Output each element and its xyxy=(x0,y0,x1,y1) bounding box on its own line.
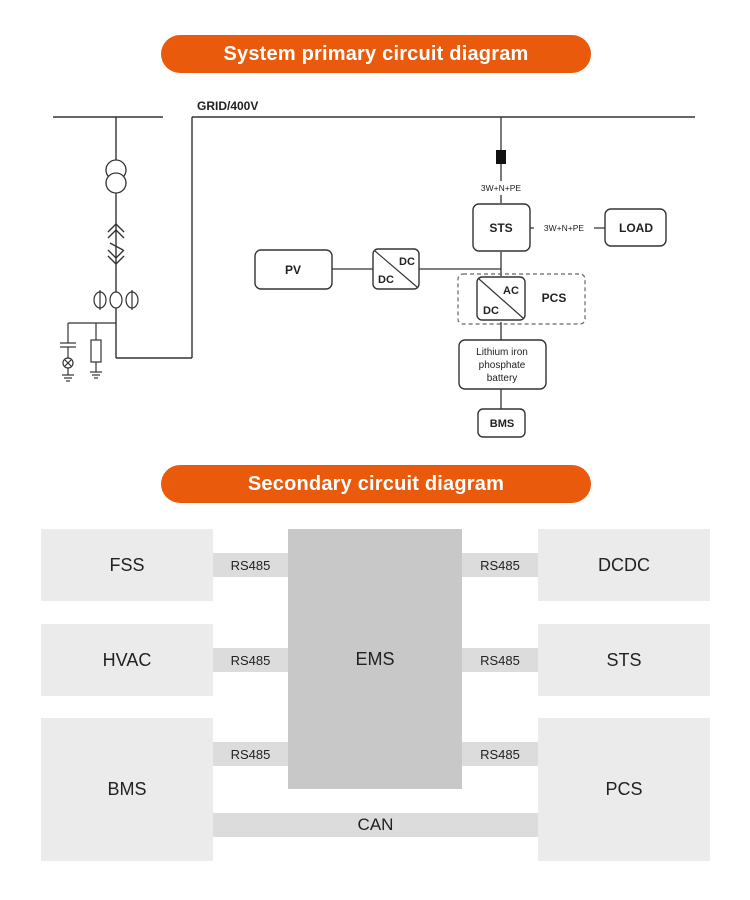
bms-block xyxy=(477,408,526,438)
pv-label: PV xyxy=(285,263,301,277)
breaker-icon xyxy=(496,150,506,164)
rs485-link-hvac: RS485 xyxy=(213,648,288,672)
wire-label-top: 3W+N+PE xyxy=(481,183,521,193)
load-block xyxy=(604,208,667,247)
pcs-dc-label: DC xyxy=(483,305,499,317)
pcs-label: PCS xyxy=(542,291,567,305)
battery-line-1: Lithium iron xyxy=(476,347,528,358)
secondary-diagram-title: Secondary circuit diagram xyxy=(161,465,591,503)
bms-secondary-block: BMS xyxy=(41,718,213,861)
rs485-link-pcs: RS485 xyxy=(462,742,538,766)
primary-diagram-title: System primary circuit diagram xyxy=(161,35,591,73)
primary-circuit-diagram: GRID/400V 3W+N+PE 3W+N+PE STS LOAD PV DC… xyxy=(53,99,695,438)
fss-block: FSS xyxy=(41,529,213,601)
rs485-link-fss: RS485 xyxy=(213,553,288,577)
current-transformer-icon xyxy=(93,290,139,310)
battery-line-3: battery xyxy=(487,373,518,384)
rs485-link-dcdc: RS485 xyxy=(462,553,538,577)
battery-line-2: phosphate xyxy=(479,360,526,371)
rs485-link-sts: RS485 xyxy=(462,648,538,672)
battery-block xyxy=(458,339,547,390)
sts-block xyxy=(472,203,531,252)
wire-label-load: 3W+N+PE xyxy=(544,223,584,233)
pcs-ac-label: AC xyxy=(503,285,519,297)
pcs-secondary-block: PCS xyxy=(538,718,710,861)
rs485-link-bms: RS485 xyxy=(213,742,288,766)
switch-icon xyxy=(107,223,125,265)
sts-secondary-block: STS xyxy=(538,624,710,696)
pv-block xyxy=(254,249,333,290)
ems-block: EMS xyxy=(288,529,462,789)
dcdc-label-top: DC xyxy=(399,256,415,268)
sts-label: STS xyxy=(489,221,512,235)
dcdc-label-bottom: DC xyxy=(378,274,394,286)
load-label: LOAD xyxy=(619,221,653,235)
dcdc-block: DCDC xyxy=(538,529,710,601)
can-bus: CAN xyxy=(213,813,538,837)
bms-label: BMS xyxy=(490,418,514,430)
arrester-icon xyxy=(60,322,116,382)
hvac-block: HVAC xyxy=(41,624,213,696)
grid-label: GRID/400V xyxy=(197,99,258,113)
pcs-group xyxy=(457,273,586,325)
transformer-icon xyxy=(105,159,127,194)
